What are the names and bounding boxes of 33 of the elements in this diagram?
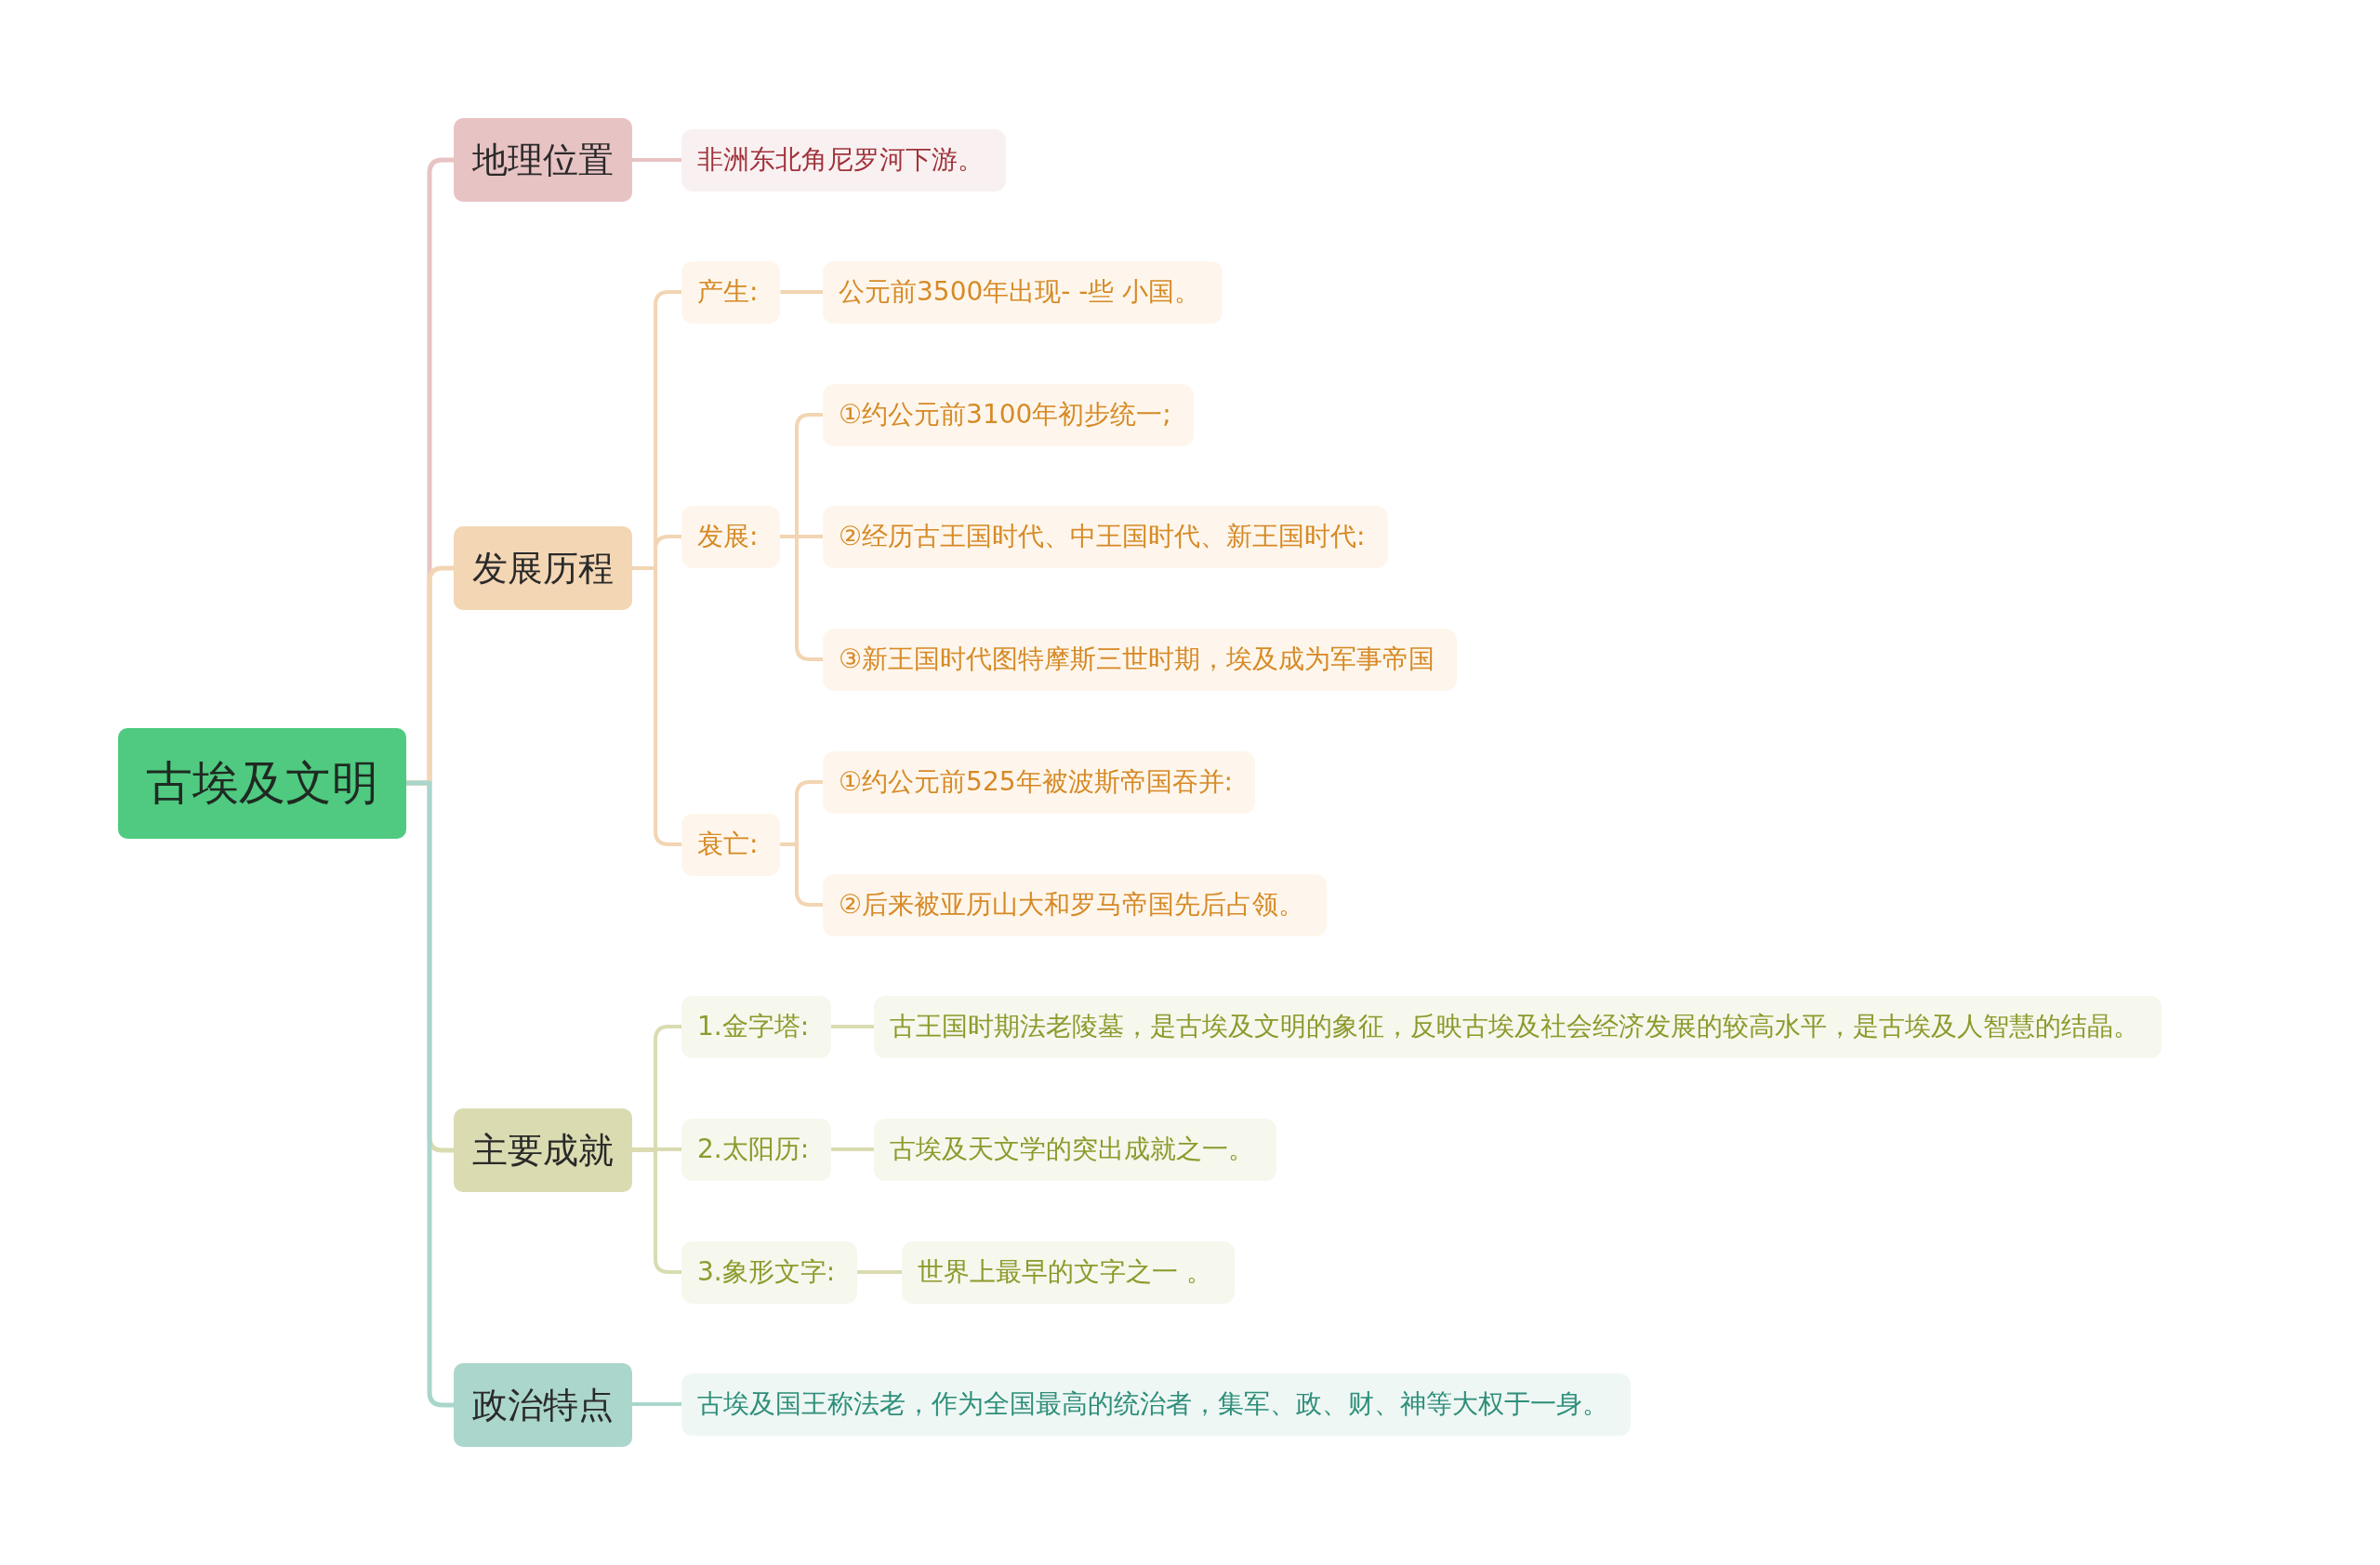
main-topic: 地理位置 — [454, 118, 632, 202]
subtopic-note: 世界上最早的文字之一 。 — [902, 1240, 1235, 1304]
subtopic-note: 2.太阳历: — [681, 1118, 832, 1181]
connector-line — [857, 1270, 902, 1274]
subtopic-note: 公元前3500年出现- -些 小国。 — [823, 260, 1223, 324]
connector-line — [632, 1147, 681, 1151]
main-topic: 发展历程 — [454, 526, 632, 610]
subtopic-note: ①约公元前3100年初步统一; — [823, 383, 1194, 446]
connector-line — [632, 1402, 681, 1406]
subtopic-note: ②经历古王国时代、中王国时代、新王国时代: — [823, 505, 1388, 568]
subtopic-note: 发展: — [681, 505, 781, 568]
subtopic-note: 1.金字塔: — [681, 995, 832, 1058]
subtopic-note: 衰亡: — [681, 813, 781, 876]
connector-line — [831, 1147, 874, 1151]
connector-line — [780, 535, 823, 661]
subtopic-note: 产生: — [681, 260, 781, 324]
subtopic-note: 3.象形文字: — [681, 1240, 858, 1304]
connector-line — [632, 1148, 681, 1274]
subtopic-note: 古埃及国王称法老，作为全国最高的统治者，集军、政、财、神等大权于一身。 — [681, 1373, 1631, 1436]
main-topic: 政治特点 — [454, 1363, 632, 1447]
subtopic-note: 古埃及天文学的突出成就之一。 — [874, 1118, 1276, 1181]
subtopic-note: 非洲东北角尼罗河下游。 — [681, 128, 1006, 192]
connector-line — [780, 842, 823, 907]
main-topic: 主要成就 — [454, 1108, 632, 1192]
connector-line — [632, 158, 681, 162]
central-topic: 古埃及文明 — [118, 727, 406, 839]
connector-line — [632, 566, 681, 846]
subtopic-note: ①约公元前525年被波斯帝国吞并: — [823, 750, 1255, 814]
subtopic-note: 古王国时期法老陵墓，是古埃及文明的象征，反映古埃及社会经济发展的较高水平，是古埃及人智慧的结晶。 — [874, 995, 2162, 1058]
connector-line — [780, 290, 823, 294]
connector-line — [831, 1025, 874, 1028]
subtopic-note: ③新王国时代图特摩斯三世时期，埃及成为军事帝国 — [823, 628, 1458, 691]
subtopic-note: ②后来被亚历山大和罗马帝国先后占领。 — [823, 873, 1328, 936]
